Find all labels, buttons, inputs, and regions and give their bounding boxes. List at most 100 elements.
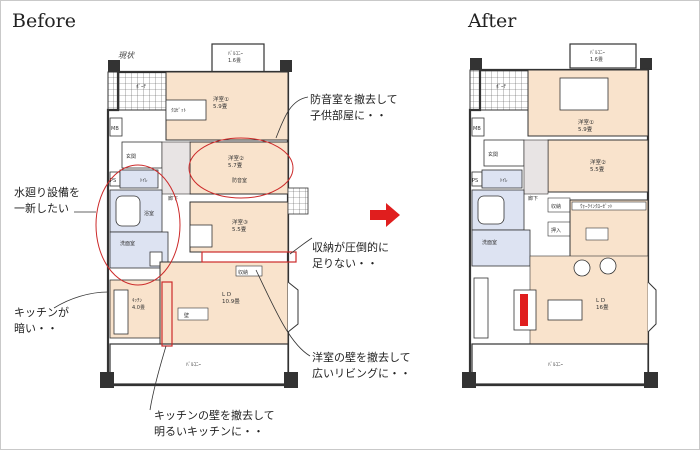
after-balcony-bottom	[471, 343, 649, 385]
before-highlight-soundproof	[188, 137, 294, 199]
before-highlight-water	[95, 164, 181, 286]
before-caption: 現状	[118, 51, 135, 60]
leader-kitchen-dark	[53, 291, 109, 309]
after-porch-label: ﾎﾟｰﾁ	[496, 83, 507, 90]
after-bed	[559, 77, 609, 111]
before-wash-label: 洗面室	[120, 240, 135, 247]
after-balcony-top	[569, 43, 637, 69]
after-armchair-2	[599, 257, 617, 275]
note-storage: 収納が圧倒的に 足りない・・	[312, 241, 389, 270]
before-closet	[165, 99, 207, 121]
leader-kitchen-wall	[149, 345, 167, 411]
before-small-balcony	[287, 187, 309, 215]
after-wash-label: 洗面室	[482, 239, 497, 246]
after-column-br	[644, 372, 658, 388]
leader-storage	[289, 237, 313, 255]
leader-room-wall	[255, 269, 311, 357]
after-closet-bar-label: ｳｫｰｸｲﾝｸﾛｰｾﾞｯﾄ	[580, 203, 613, 210]
before-highlight-storage	[201, 251, 297, 263]
before-column-br	[284, 372, 298, 388]
after-column-tl	[470, 58, 482, 70]
before-balcony-bottom	[109, 343, 289, 385]
before-ld	[159, 261, 289, 345]
before-washer	[149, 251, 163, 267]
after-column-bl	[462, 372, 476, 388]
before-entrance-label: 玄関	[126, 153, 136, 160]
note-water: 水廻り設備を 一新したい	[14, 186, 80, 215]
before-wall-tag-label: 壁	[184, 312, 189, 319]
before-bath-label: 浴室	[144, 210, 154, 217]
after-kitchen-highlight	[520, 294, 528, 326]
after-entrance-label: 玄関	[488, 151, 498, 158]
before-room2	[189, 141, 289, 195]
after-bay-window	[647, 281, 657, 333]
before-soundproof-label: 防音室	[232, 177, 247, 184]
before-heading: Before	[12, 10, 77, 32]
before-column-bl	[100, 372, 114, 388]
after-coffee-table	[585, 227, 609, 241]
before-room3-closet	[189, 224, 213, 248]
before-bathtub	[115, 195, 141, 227]
before-balcony-top	[211, 43, 265, 73]
before-toilet-label: ﾄｲﾚ	[140, 178, 148, 184]
after-hall-label: 廊下	[528, 195, 538, 202]
note-kitchen-wall: キッチンの壁を撤去して 明るいキッチンに・・	[154, 409, 275, 438]
before-column-tr	[280, 60, 292, 72]
after-kitchen-counter	[473, 277, 489, 339]
after-entrance	[483, 139, 525, 167]
transition-arrow-icon	[370, 203, 400, 227]
after-toilet-label: ﾄｲﾚ	[500, 178, 508, 184]
annotation-leaders	[53, 96, 313, 411]
before-bay-window	[287, 281, 299, 333]
before-ps-label: PS	[110, 178, 116, 184]
before-hall	[161, 141, 191, 195]
leader-soundproof	[275, 96, 309, 139]
after-wash	[471, 229, 531, 267]
before-highlight-kitchen-wall	[161, 281, 173, 347]
after-porch	[469, 69, 529, 111]
before-column-tl	[108, 60, 120, 72]
after-room2	[547, 139, 649, 193]
after-storage2-label: 押入	[551, 227, 561, 234]
after-mb	[471, 117, 485, 137]
before-storage-tag-label: 収納	[238, 269, 248, 276]
note-room-wall: 洋室の壁を撤去して 広いリビングに・・	[312, 351, 411, 380]
before-toilet	[119, 169, 159, 189]
before-balcony-bottom-label: ﾊﾞﾙｺﾆｰ	[186, 361, 202, 368]
before-storage-tag	[235, 265, 263, 277]
after-hall	[523, 139, 549, 195]
after-dining-table	[547, 299, 583, 321]
before-porch	[107, 71, 167, 111]
before-porch-label: ﾎﾟｰﾁ	[136, 83, 147, 90]
before-mb-label: MB	[111, 126, 119, 132]
after-column-tr	[640, 58, 652, 70]
before-hall-label: 廊下	[168, 195, 178, 202]
note-soundproof: 防音室を撤去して 子供部屋に・・	[310, 93, 398, 122]
after-balcony-bottom-label: ﾊﾞﾙｺﾆｰ	[548, 361, 564, 368]
before-mb	[109, 117, 123, 137]
after-closet-bar	[571, 201, 647, 211]
after-storage1-label: 収納	[551, 203, 561, 210]
after-toilet	[481, 169, 523, 189]
after-heading: After	[468, 10, 517, 32]
before-kitchen-counter	[113, 289, 129, 335]
before-closet-label: ｸﾛｾﾞｯﾄ	[171, 107, 187, 114]
after-mb-label: MB	[473, 126, 481, 132]
before-wall-tag	[177, 307, 209, 321]
after-armchair-1	[573, 259, 591, 277]
after-bathtub	[477, 195, 505, 225]
note-kitchen-dark: キッチンが 暗い・・	[14, 306, 69, 335]
